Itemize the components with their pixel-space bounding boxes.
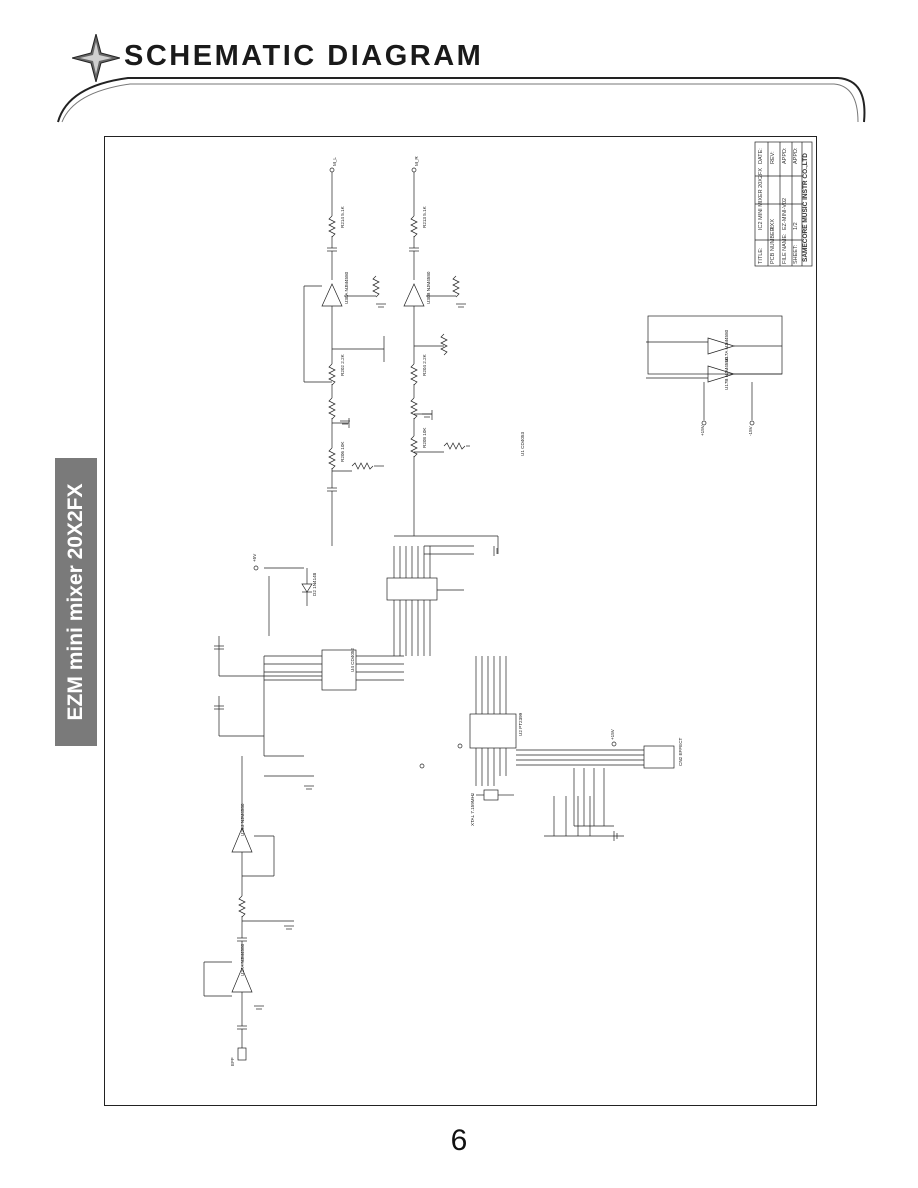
svg-text:M_R: M_R bbox=[414, 156, 419, 166]
title-block-value: IC2 MINI MIXER 20X2FX bbox=[758, 167, 764, 230]
page-number: 6 bbox=[450, 1124, 468, 1157]
title-block-extra: DATE: bbox=[758, 148, 764, 164]
title-block-key: SHEET: bbox=[793, 244, 799, 264]
schematic-drawing: M_L M_R R214 5.1K R213 5.1K U30A NJM4580… bbox=[203, 141, 813, 1066]
svg-text:R204 2.2K: R204 2.2K bbox=[422, 353, 427, 376]
svg-text:+5V: +5V bbox=[252, 553, 257, 562]
svg-text:+15V: +15V bbox=[610, 728, 615, 740]
svg-text:M_L: M_L bbox=[332, 157, 337, 166]
title-block-value: XXX bbox=[770, 218, 776, 230]
title-block-extra: APPD: bbox=[782, 147, 788, 164]
svg-text:U17B NJM4580: U17B NJM4580 bbox=[724, 357, 729, 390]
side-tab bbox=[55, 458, 97, 746]
svg-text:CN2 EFFECT: CN2 EFFECT bbox=[678, 737, 683, 766]
title-block-key: PCB NUMBER: bbox=[770, 225, 776, 264]
side-tab-label: EZM mini mixer 20X2FX bbox=[64, 483, 87, 721]
schematic-frame bbox=[104, 136, 817, 1106]
title-block-extra: APPD: bbox=[793, 147, 799, 164]
svg-text:U27A NJM4580: U27A NJM4580 bbox=[240, 943, 245, 976]
svg-text:EFF: EFF bbox=[230, 1057, 235, 1066]
title-block-company: SAMECORE MUSIC INSTR CO.,LTD bbox=[802, 153, 809, 262]
svg-text:U30A NJM4580: U30A NJM4580 bbox=[344, 271, 349, 304]
title-block-value: 1/2 bbox=[793, 222, 799, 230]
title-block-key: FILE NAME: bbox=[782, 233, 788, 264]
svg-text:R213 5.1K: R213 5.1K bbox=[422, 205, 427, 228]
title-block-extra: REV: bbox=[770, 151, 776, 164]
svg-text:U2 PT2399: U2 PT2399 bbox=[518, 712, 523, 736]
svg-text:U17A NJM4580: U17A NJM4580 bbox=[724, 329, 729, 362]
svg-text:R214 5.1K: R214 5.1K bbox=[340, 205, 345, 228]
svg-text:+15V: +15V bbox=[700, 424, 705, 436]
title-block: TITLE: IC2 MINI MIXER 20X2FX DATE: PCB N… bbox=[756, 142, 812, 266]
svg-text:-15V: -15V bbox=[748, 425, 753, 436]
svg-text:U30B NJM4580: U30B NJM4580 bbox=[426, 271, 431, 304]
header-swoosh bbox=[57, 77, 866, 123]
svg-text:U29B NJM4580: U29B NJM4580 bbox=[240, 803, 245, 836]
page-title: SCHEMATIC DIAGRAM bbox=[124, 40, 484, 72]
svg-text:U1 CD4053: U1 CD4053 bbox=[520, 432, 525, 456]
svg-text:R202 2.2K: R202 2.2K bbox=[340, 353, 345, 376]
svg-text:D2 1N4148: D2 1N4148 bbox=[312, 572, 317, 596]
svg-text:XTAL 7.159MHz: XTAL 7.159MHz bbox=[470, 792, 475, 826]
svg-text:R208 10K: R208 10K bbox=[422, 427, 427, 448]
title-block-value: EZ-MINI-V02 bbox=[782, 197, 788, 230]
star-icon bbox=[72, 34, 120, 82]
title-block-key: TITLE: bbox=[758, 247, 764, 264]
svg-text:U4 CD4052: U4 CD4052 bbox=[350, 648, 355, 672]
svg-text:R206 10K: R206 10K bbox=[340, 441, 345, 462]
